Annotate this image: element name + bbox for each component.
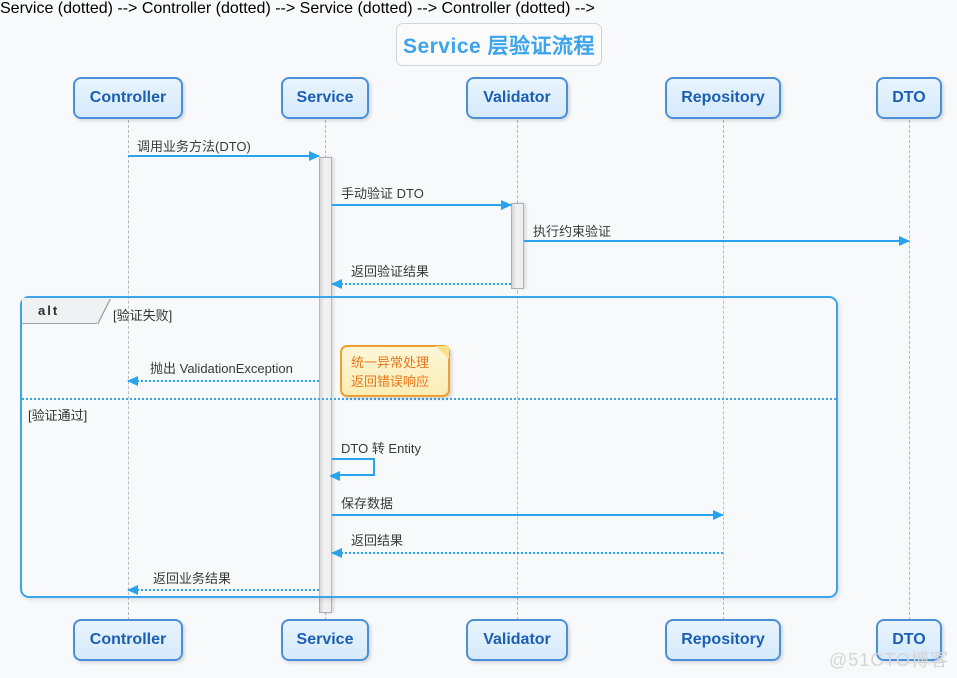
participant-top-service[interactable]: Service (281, 77, 369, 119)
diagram-title: Service 层验证流程 (396, 23, 602, 66)
participant-bottom-service[interactable]: Service (281, 619, 369, 661)
message-arrow-return-result (331, 548, 723, 558)
arrowhead-right-icon (309, 151, 320, 161)
participant-top-validator[interactable]: Validator (466, 77, 568, 119)
note-fold-corner-icon (436, 346, 449, 359)
message-label-return-result: 返回结果 (351, 533, 404, 548)
message-label-throw-validation-exception: 抛出 ValidationException (150, 361, 293, 376)
message-arrow-return-validation-result (331, 279, 511, 289)
arrowhead-left-icon (329, 471, 340, 481)
message-arrow-manual-validate-dto (332, 200, 512, 210)
arrowhead-left-icon (331, 279, 342, 289)
note-unified-exception-handling: 统一异常处理 返回错误响应 (340, 345, 450, 397)
message-arrow-execute-constraint-validation (524, 236, 910, 246)
participant-top-controller[interactable]: Controller (73, 77, 183, 119)
message-arrow-call-business-method (128, 151, 320, 161)
arrowhead-right-icon (899, 236, 910, 246)
lifeline-validator (517, 120, 518, 620)
message-arrow-return-business-result (127, 585, 319, 595)
lifeline-controller (128, 120, 129, 620)
message-label-call-business-method: 调用业务方法(DTO) (137, 139, 251, 154)
activation-service (319, 157, 332, 613)
participant-bottom-repository[interactable]: Repository (665, 619, 781, 661)
message-arrow-throw-validation-exception (127, 376, 319, 386)
alt-branch-1-condition: [验证失败] (113, 308, 173, 323)
message-label-save-data: 保存数据 (341, 496, 394, 511)
alt-fragment-operator-label: alt (22, 298, 98, 324)
arrowhead-right-icon (501, 200, 512, 210)
message-arrow-save-data (332, 510, 724, 520)
message-label-manual-validate-dto: 手动验证 DTO (341, 186, 424, 201)
arrowhead-right-icon (713, 510, 724, 520)
message-label-return-business-result: 返回业务结果 (153, 571, 232, 586)
lifeline-repository (723, 120, 724, 620)
participant-bottom-validator[interactable]: Validator (466, 619, 568, 661)
message-label-execute-constraint-validation: 执行约束验证 (533, 224, 612, 239)
message-label-return-validation-result: 返回验证结果 (351, 264, 430, 279)
activation-validator (511, 203, 524, 289)
participant-top-dto[interactable]: DTO (876, 77, 942, 119)
participant-bottom-controller[interactable]: Controller (73, 619, 183, 661)
participant-bottom-dto[interactable]: DTO (876, 619, 942, 661)
alt-branch-2-condition: [验证通过] (28, 408, 88, 423)
alt-branch-divider (22, 398, 836, 400)
arrowhead-left-icon (127, 585, 138, 595)
message-self-dto-to-entity (329, 458, 375, 481)
watermark: @51CTO博客 (829, 650, 949, 670)
message-label-dto-to-entity: DTO 转 Entity (341, 441, 421, 456)
lifeline-dto (909, 120, 910, 620)
arrowhead-left-icon (331, 548, 342, 558)
participant-top-repository[interactable]: Repository (665, 77, 781, 119)
arrowhead-left-icon (127, 376, 138, 386)
